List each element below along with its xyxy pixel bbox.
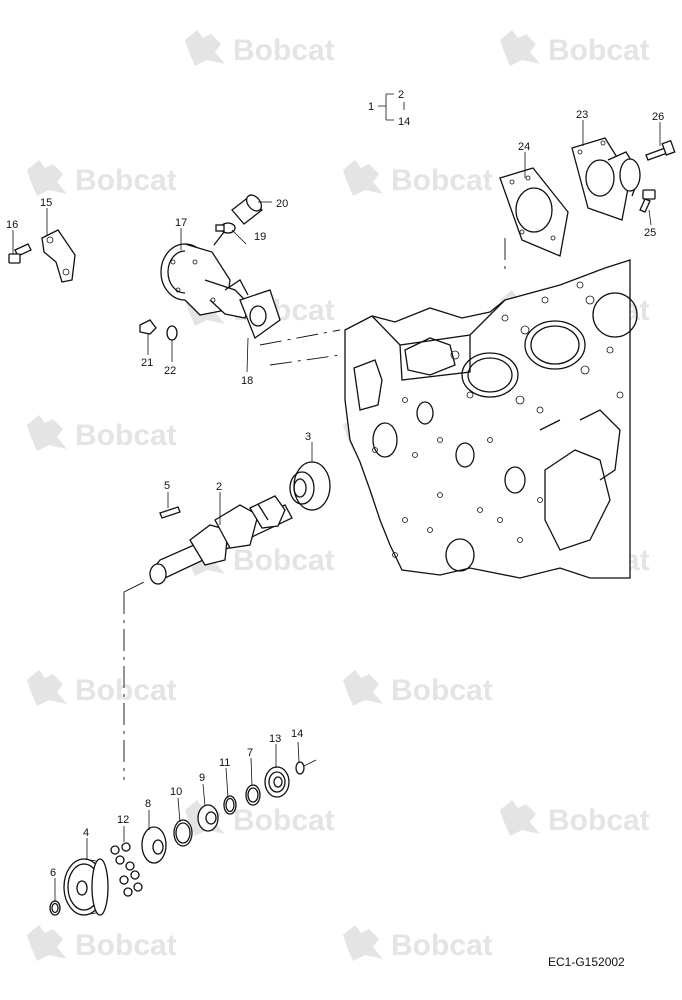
watermark-logo (500, 800, 540, 836)
part-7-snap-ring (245, 784, 261, 806)
part-9-collar (197, 804, 219, 832)
watermark-logo (185, 30, 225, 66)
callout-13: 13 (269, 733, 281, 745)
part-13-bearing (264, 766, 290, 798)
part-3-bearing (289, 461, 331, 511)
part-14-snap-ring (295, 759, 317, 775)
callout-25: 25 (644, 227, 656, 239)
part-11-o-ring (223, 795, 237, 815)
callout-26: 26 (652, 111, 664, 123)
leader-lines (12, 120, 661, 902)
callout-5: 5 (164, 480, 170, 492)
watermark-text: Bobcat (391, 674, 493, 707)
part-18-gasket (239, 289, 281, 340)
callout-4: 4 (83, 827, 89, 839)
watermark-text: Bobcat (233, 804, 335, 837)
watermark-text: Bobcat (233, 34, 335, 67)
watermark-logo (343, 925, 383, 961)
part-12-balls (110, 842, 143, 897)
part-21-nut (139, 319, 157, 335)
part-5-key (159, 506, 181, 519)
callout-10: 10 (170, 786, 182, 798)
part-17-water-pump (160, 243, 251, 319)
watermark-logo (500, 30, 540, 66)
group-key-parent: 1 (368, 101, 374, 113)
watermark-text: Bobcat (75, 419, 177, 452)
callout-16: 16 (6, 219, 18, 231)
watermark-text: Bobcat (548, 34, 650, 67)
callout-20: 20 (276, 198, 288, 210)
group-key: 1 2 14 (368, 89, 410, 128)
watermark-text: Bobcat (233, 544, 335, 577)
callout-12: 12 (117, 814, 129, 826)
callout-24: 24 (518, 141, 530, 153)
part-2-camshaft (149, 495, 293, 585)
callout-19: 19 (254, 231, 266, 243)
part-10-snap-ring (173, 819, 193, 847)
part-15-bracket (41, 229, 76, 283)
callout-9: 9 (199, 772, 205, 784)
watermark-text: Bobcat (548, 804, 650, 837)
watermark-logo (27, 160, 67, 196)
part-24-gasket (499, 167, 569, 257)
part-8-thrust-plate (141, 826, 167, 864)
part-23-cover (571, 137, 641, 221)
drawing-code: EC1-G152002 (548, 955, 625, 969)
group-key-first: 2 (398, 89, 404, 101)
head-bolt-holes (450, 281, 624, 414)
watermark-logo (27, 670, 67, 706)
watermark-text: Bobcat (75, 929, 177, 962)
watermark-logo (27, 925, 67, 961)
callout-3: 3 (305, 431, 311, 443)
callout-2: 2 (216, 481, 222, 493)
watermark-logo (343, 160, 383, 196)
callout-8: 8 (145, 798, 151, 810)
callout-22: 22 (164, 365, 176, 377)
block-small-holes (372, 397, 543, 558)
callout-18: 18 (241, 375, 253, 387)
group-key-last: 14 (398, 116, 410, 128)
watermark-logo (27, 415, 67, 451)
callout-15: 15 (40, 197, 52, 209)
callout-7: 7 (247, 747, 253, 759)
callout-14: 14 (291, 728, 303, 740)
callout-11: 11 (219, 757, 230, 769)
watermark-text: Bobcat (391, 164, 493, 197)
part-6-snap-ring (49, 900, 61, 916)
callout-17: 17 (175, 217, 187, 229)
part-19-clamp (215, 222, 236, 234)
callout-23: 23 (576, 109, 588, 121)
part-25-bolt (639, 189, 656, 213)
watermark-text: Bobcat (75, 674, 177, 707)
part-4-gear (63, 858, 109, 916)
callout-21: 21 (141, 357, 153, 369)
part-26-bolt (645, 139, 676, 161)
part-16-bolt (8, 243, 32, 264)
watermark-logo (343, 670, 383, 706)
callout-labels: 3 2 5 4 6 7 8 9 10 11 12 13 14 15 16 17 … (6, 109, 664, 879)
engine-block (344, 259, 638, 579)
callout-6: 6 (50, 867, 56, 879)
part-22-washer (166, 325, 178, 341)
part-20-hose (213, 194, 263, 246)
watermark-text: Bobcat (75, 164, 177, 197)
watermark-text: Bobcat (391, 929, 493, 962)
